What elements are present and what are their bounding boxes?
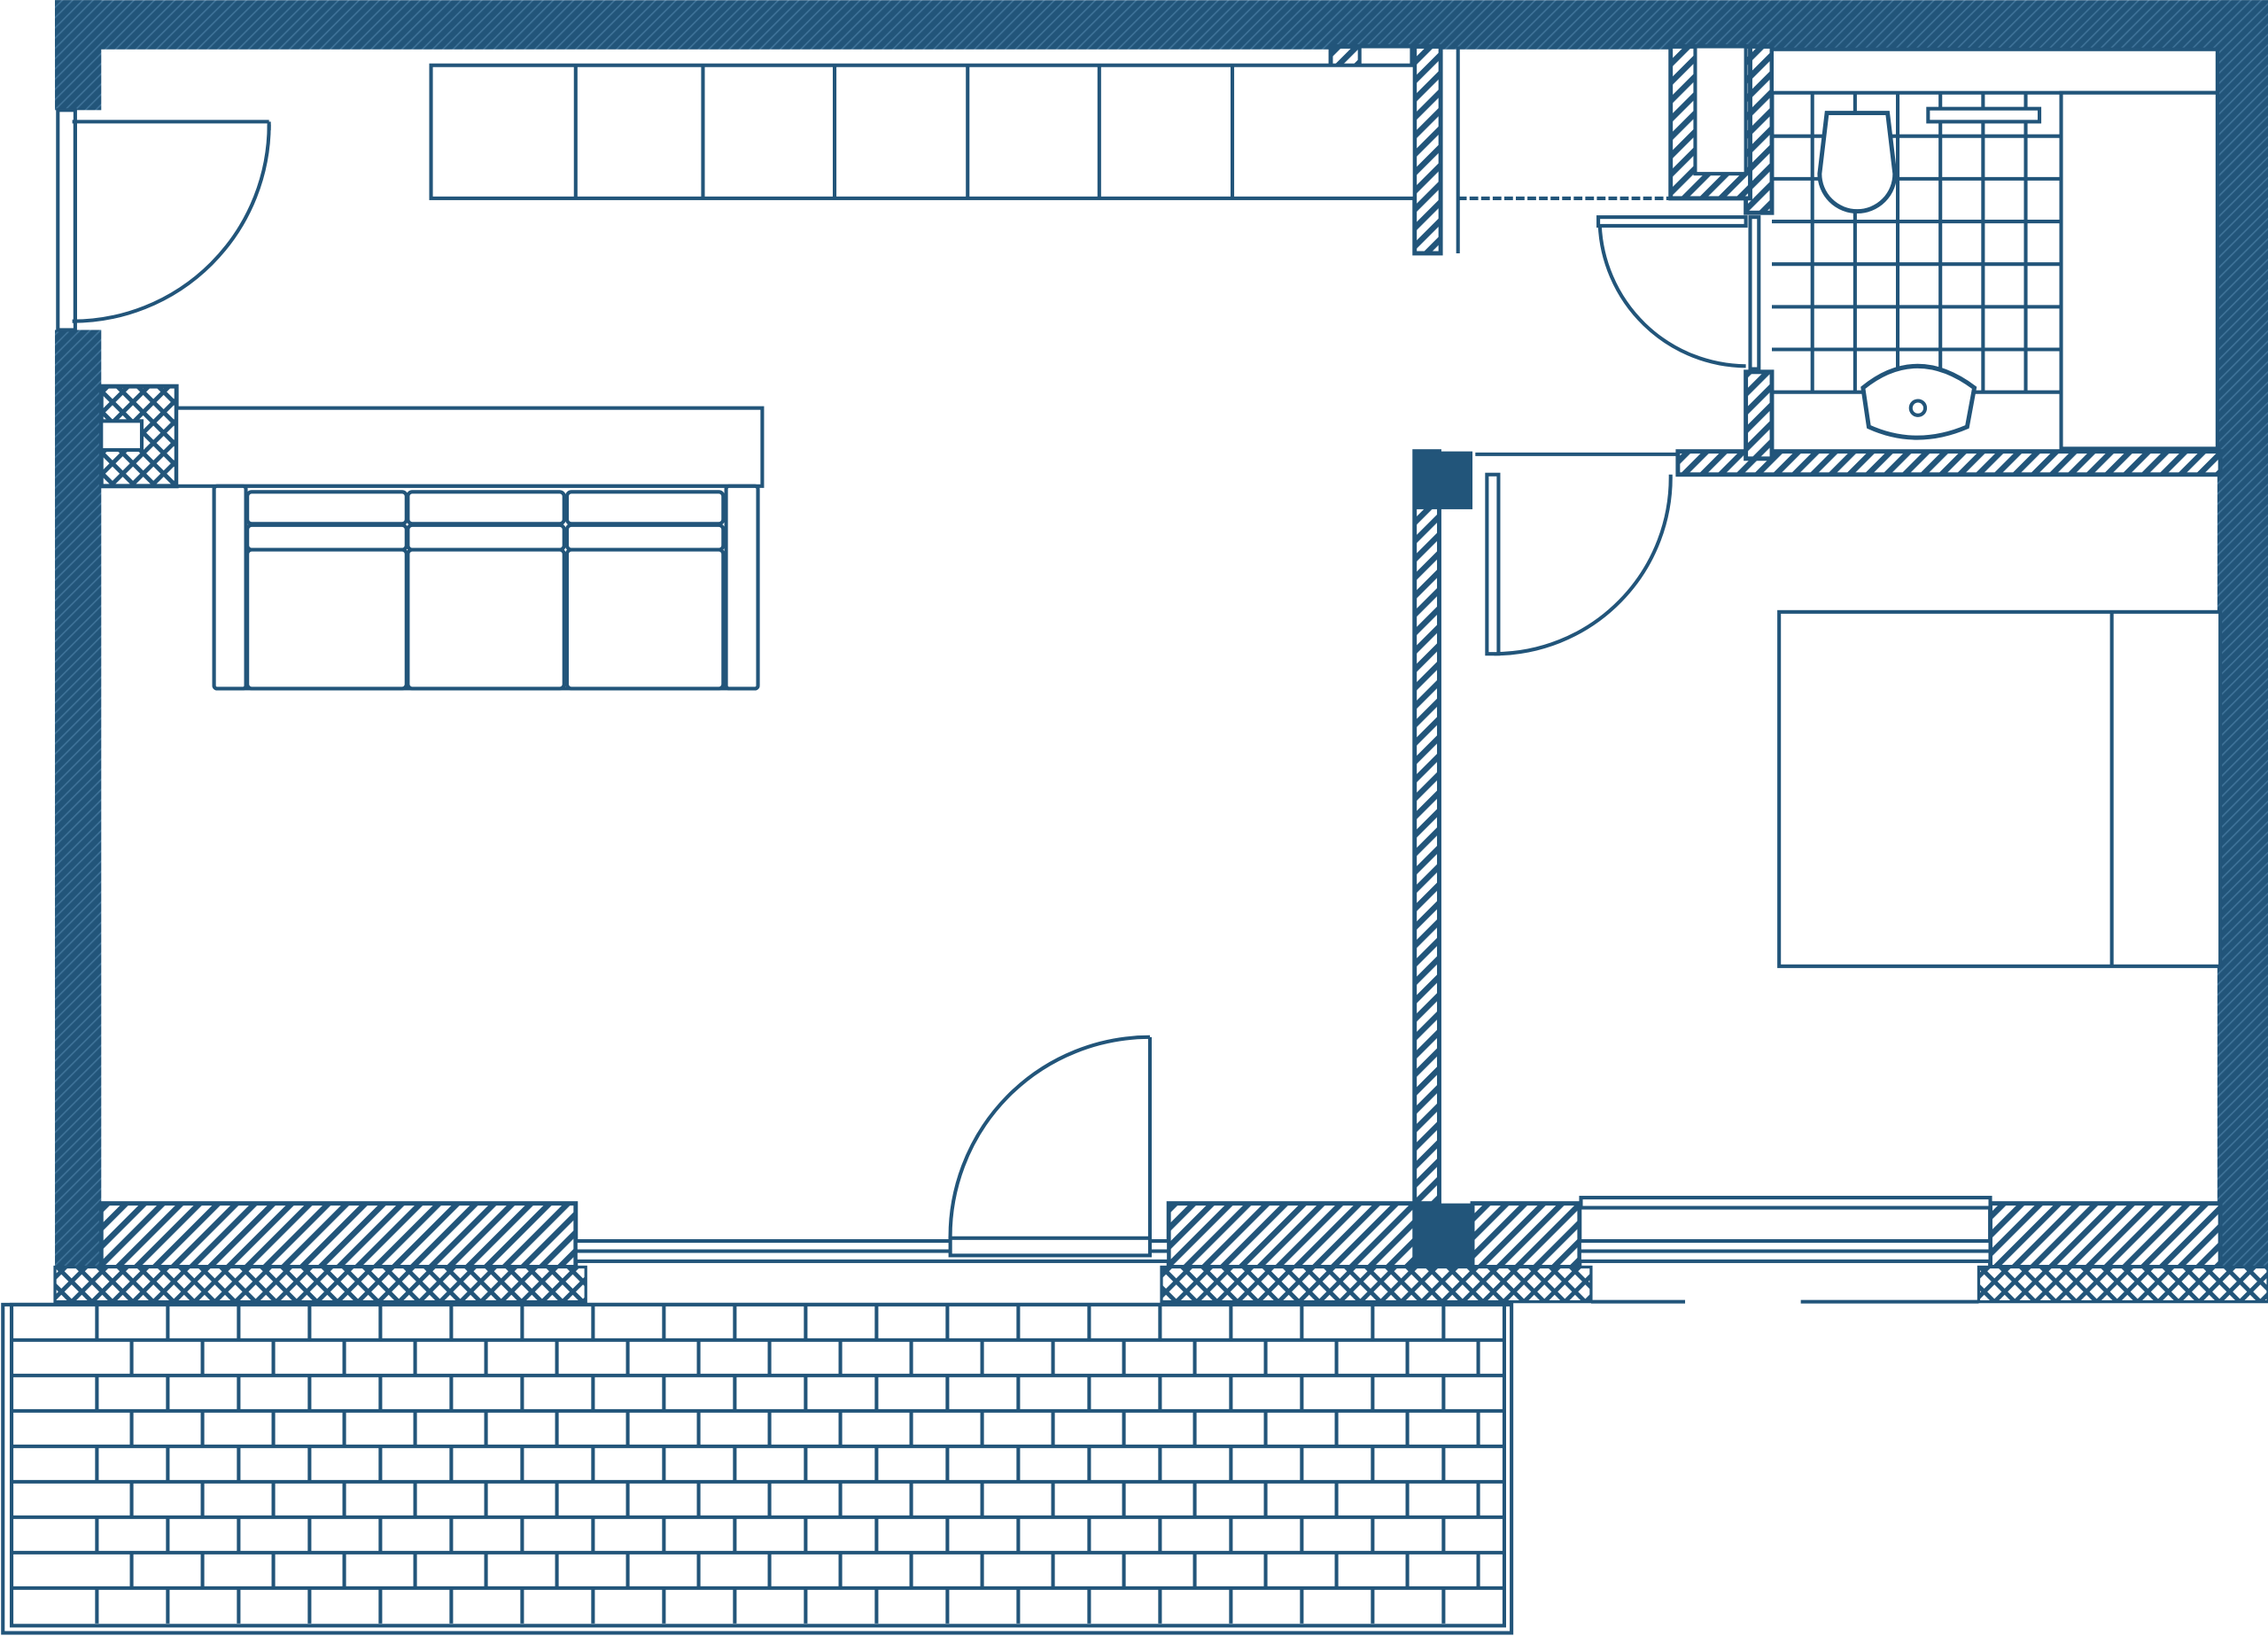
sill-3 — [1977, 1265, 2268, 1304]
sill-2 — [1160, 1265, 1593, 1304]
shaft-2 — [1412, 44, 1443, 256]
wall-right — [2217, 0, 2268, 1270]
wall-bottom-4 — [1988, 1201, 2223, 1269]
bedroom-door[interactable] — [1475, 452, 1678, 656]
tv-shelf — [175, 406, 765, 488]
sill-1 — [53, 1265, 587, 1304]
towel-rail — [1926, 106, 2042, 124]
bathroom-wall-v-lower — [1744, 369, 1775, 461]
bedroom-wall — [1412, 449, 1441, 1206]
wall-bottom-3 — [1470, 1201, 1582, 1269]
wall-left-upper — [55, 0, 102, 111]
wall-left-lower — [55, 330, 102, 1268]
shaft-3-inner — [1693, 44, 1748, 176]
bedroom-radiator — [1579, 1196, 1992, 1210]
kitchen-counter — [429, 63, 1671, 200]
window-left-frame — [56, 108, 77, 332]
sink-drain — [1908, 399, 1928, 417]
terrace-door[interactable] — [948, 1035, 1152, 1258]
wall-column — [1414, 1203, 1473, 1268]
entry-door[interactable] — [72, 120, 271, 323]
wall-top — [55, 0, 2268, 50]
doors — [72, 120, 1761, 1258]
toilet — [1817, 111, 1898, 213]
terrace — [1, 1302, 1514, 1635]
bathroom-door[interactable] — [1596, 215, 1761, 371]
bed — [1777, 609, 2223, 968]
wall-bottom-2 — [1166, 1201, 1418, 1269]
bathroom — [1769, 47, 2219, 451]
sofa — [212, 484, 760, 691]
wall-bottom-1 — [98, 1201, 579, 1269]
bathroom-tiles — [1772, 92, 2062, 394]
exterior-walls — [53, 0, 2268, 1304]
wall-column-2 — [1414, 451, 1473, 509]
